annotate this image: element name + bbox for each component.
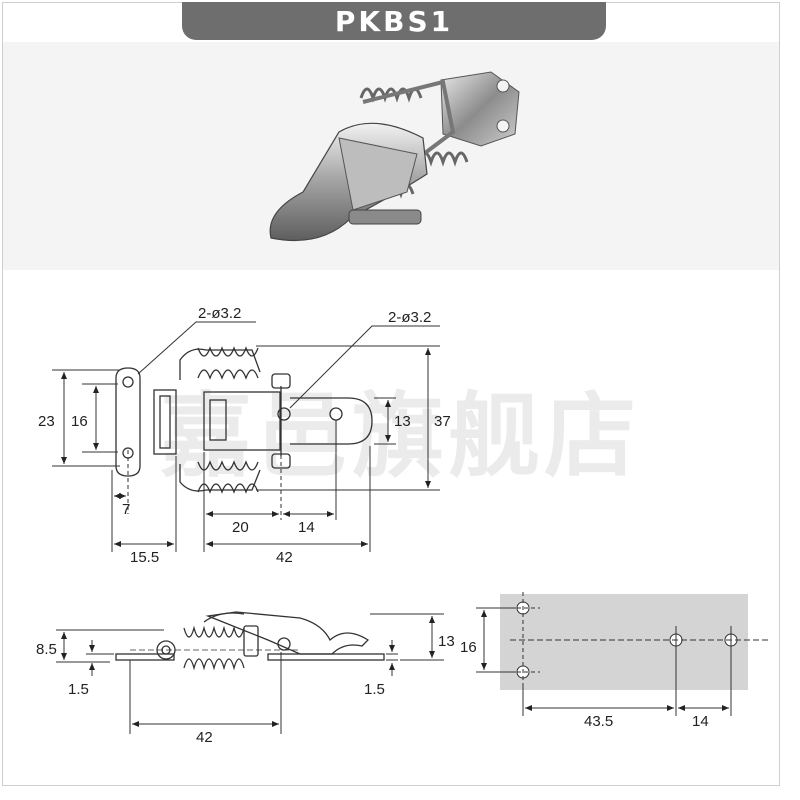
side-view-dimension-lines: [56, 613, 444, 734]
watermark-text: 嘉邑旗舰店: [160, 386, 640, 488]
dim-13-side-label: 13: [438, 633, 455, 650]
product-photo: [269, 71, 520, 241]
dim-43-5-label: 43.5: [584, 713, 613, 730]
dim-42-side-label: 42: [196, 729, 213, 746]
dim-20-label: 20: [232, 519, 249, 536]
dim-7-label: 7: [122, 501, 130, 518]
hinge-bracket: [153, 389, 177, 455]
spring-bottom-coils: [197, 460, 259, 494]
dim-15-5-label: 15.5: [130, 549, 159, 566]
model-title: PKBS1: [334, 4, 454, 38]
dim-1-5-right-label: 1.5: [364, 681, 385, 698]
hole-pattern-view: 16 43.5 14: [460, 592, 768, 730]
side-view: [115, 611, 385, 671]
product-photo-area: [3, 42, 779, 270]
dim-14-pattern-label: 14: [692, 713, 709, 730]
lever-body: [203, 391, 281, 451]
dim-23-label: 23: [38, 413, 55, 430]
latch-photo-illustration: [269, 71, 520, 241]
dim-8-5-label: 8.5: [36, 641, 57, 658]
technical-drawing: 嘉邑旗舰店: [36, 305, 768, 746]
mounting-surface: [500, 594, 748, 690]
top-view-dimension-labels: 2-ø3.2 2-ø3.2 23 16 13 37 7 15.5 20 14 4…: [38, 305, 451, 566]
side-spring-coils: [183, 625, 245, 638]
model-header: PKBS1: [182, 2, 606, 40]
dim-14-label: 14: [298, 519, 315, 536]
dim-37-label: 37: [434, 413, 451, 430]
base-plate-outline: [115, 367, 141, 477]
dim-42-label: 42: [276, 549, 293, 566]
dim-13-label: 13: [394, 413, 411, 430]
top-view-dimension-lines: [52, 321, 440, 552]
side-view-dimension-labels: 8.5 1.5 1.5 13 42: [36, 633, 455, 746]
dim-1-5-left-label: 1.5: [68, 681, 89, 698]
callout-hole-left: 2-ø3.2: [198, 305, 241, 322]
callout-hole-right: 2-ø3.2: [388, 309, 431, 326]
side-base-left: [115, 653, 175, 661]
side-base-right: [267, 653, 385, 661]
dim-16-pattern-label: 16: [460, 639, 477, 656]
top-view: [115, 346, 373, 494]
keeper-outline: [290, 397, 373, 445]
spring-frame-bottom: [179, 464, 261, 492]
left-hole-top: [122, 376, 134, 388]
spring-frame-top: [179, 348, 261, 380]
dim-16-label: 16: [71, 413, 88, 430]
spring-top-coils: [197, 346, 259, 380]
side-lever: [205, 611, 370, 655]
pivot-hole: [277, 407, 291, 421]
